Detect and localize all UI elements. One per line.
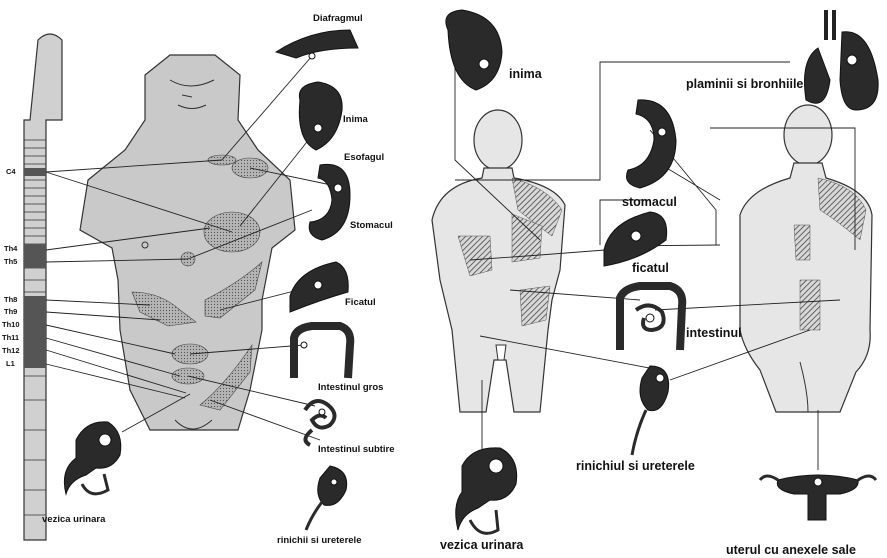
- large-intestine-illustration: [294, 326, 350, 378]
- back-body: [740, 105, 872, 412]
- kidney-illustration: [306, 466, 347, 530]
- organ-label-bladder: vezica urinara: [440, 538, 524, 552]
- organ-label-uterus: uterul cu anexele sale: [726, 543, 856, 557]
- liver-illustration: [290, 262, 348, 312]
- organ-label-kidney: rinichii si ureterele: [277, 535, 361, 546]
- organ-label-heart: inima: [509, 67, 543, 81]
- vertebra-label: L1: [6, 359, 15, 368]
- bladder-illustration: [456, 448, 517, 534]
- organ-label-lungs: plaminii si bronhiile: [686, 77, 803, 91]
- front-body: [432, 110, 565, 412]
- vertebra-label: Th10: [2, 320, 20, 329]
- vertebra-label: Th11: [2, 333, 19, 342]
- organ-label-liver: ficatul: [632, 261, 669, 275]
- organ-label-large-intestine: Intestinul gros: [318, 382, 383, 393]
- organ-label-kidney: rinichiul si ureterele: [576, 459, 695, 473]
- stomach-illustration: [627, 100, 677, 188]
- heart-illustration: [299, 82, 342, 150]
- organ-label-esophagus: Esofagul: [344, 152, 384, 163]
- organ-label-small-intestine: Intestinul subtire: [318, 444, 395, 455]
- small-intestine-illustration: [305, 401, 335, 445]
- vertebra-labels: C4 Th4 Th5 Th8 Th9 Th10 Th11 Th12 L1: [2, 167, 20, 368]
- organ-label-stomach: Stomacul: [350, 220, 393, 231]
- vertebra-label: Th9: [4, 307, 17, 316]
- stomach-illustration: [309, 164, 350, 240]
- organ-label-bladder: vezica urinara: [42, 514, 106, 525]
- vertebra-label: Th4: [4, 244, 18, 253]
- vertebra-label: Th8: [4, 295, 17, 304]
- organ-label-liver: Ficatul: [345, 297, 376, 308]
- diaphragm-illustration: [276, 30, 358, 59]
- vertebra-label: Th12: [2, 346, 20, 355]
- spinal-column: [24, 34, 62, 540]
- right-panel: inima plaminii si bronhiile stomacul fic…: [432, 10, 878, 557]
- organ-label-stomach: stomacul: [622, 195, 677, 209]
- liver-illustration: [604, 212, 667, 266]
- organ-label-diaphragm: Diafragmul: [313, 13, 363, 24]
- heart-illustration: [446, 10, 502, 90]
- organ-label-heart: Inima: [343, 114, 369, 125]
- lungs-illustration: [805, 10, 879, 110]
- organ-label-intestine: intestinul: [686, 326, 742, 340]
- kidney-illustration: [632, 366, 669, 455]
- intestine-illustration: [620, 286, 682, 350]
- left-panel: C4 Th4 Th5 Th8 Th9 Th10 Th11 Th12 L1: [2, 13, 395, 546]
- uterus-illustration: [760, 475, 876, 520]
- bladder-illustration: [64, 422, 120, 494]
- vertebra-label: C4: [6, 167, 16, 176]
- front-torso: [80, 55, 295, 430]
- vertebra-label: Th5: [4, 257, 17, 266]
